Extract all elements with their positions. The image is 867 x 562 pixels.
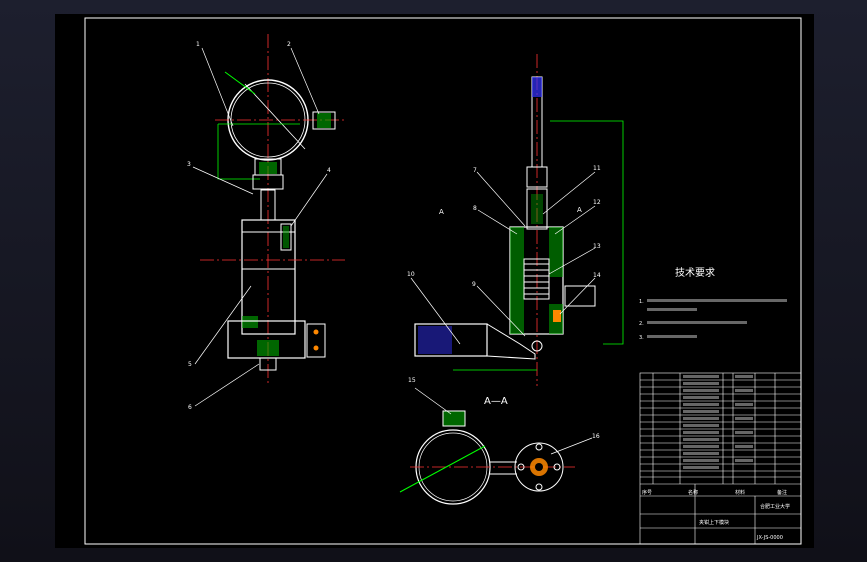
section-title: A—A [484, 396, 508, 407]
callout-4: 4 [327, 167, 331, 174]
callout-12: 12 [593, 199, 601, 206]
section-base [414, 323, 488, 357]
dim-diameter-left [224, 71, 256, 95]
left-view [192, 34, 345, 407]
tech-note-1: 1. [639, 299, 644, 305]
callout-5: 5 [188, 361, 192, 368]
title-block-text: 序号 名称 材料 备注 合肥工业大学 夹钳上下模块 JX-JS-0000 [642, 489, 790, 541]
title-block [639, 372, 802, 545]
aa-view: A—A [399, 387, 593, 505]
callout-9: 9 [472, 281, 476, 288]
drawing-canvas: A A A—A [84, 17, 802, 545]
header-material: 材料 [735, 489, 745, 496]
tech-note-2: 2. [639, 321, 644, 327]
drawing-name: 夹钳上下模块 [699, 519, 729, 526]
callout-15: 15 [408, 377, 416, 384]
tech-heading: 技术要求 [675, 266, 715, 279]
parts-rows [683, 375, 753, 469]
callout-2: 2 [287, 41, 291, 48]
university: 合肥工业大学 [760, 503, 790, 510]
callout-13: 13 [593, 243, 601, 250]
callout-1: 1 [196, 41, 200, 48]
cylinder-body [241, 219, 296, 335]
callout-8: 8 [473, 205, 477, 212]
callout-3: 3 [187, 161, 191, 168]
section-marker-left: A [439, 208, 444, 216]
tech-note-3: 3. [639, 335, 644, 341]
header-name: 名称 [688, 489, 698, 496]
callout-10: 10 [407, 271, 415, 278]
header-seq: 序号 [642, 489, 652, 496]
drawing-no: JX-JS-0000 [756, 535, 783, 541]
section-view: A A [410, 54, 624, 386]
callout-7: 7 [473, 167, 477, 174]
callout-16: 16 [592, 433, 600, 440]
header-remark: 备注 [777, 489, 787, 496]
drawing-sheet: A A A—A [55, 14, 814, 548]
callout-11: 11 [593, 165, 601, 172]
callout-6: 6 [188, 404, 192, 411]
tech-requirements: 技术要求 1. 2. 3. [639, 266, 787, 341]
callouts: 1 2 3 4 5 6 7 8 9 10 11 12 13 14 15 16 [187, 41, 601, 440]
drawing-border [84, 17, 802, 545]
section-marker-right: A [577, 206, 582, 214]
callout-14: 14 [593, 272, 601, 279]
